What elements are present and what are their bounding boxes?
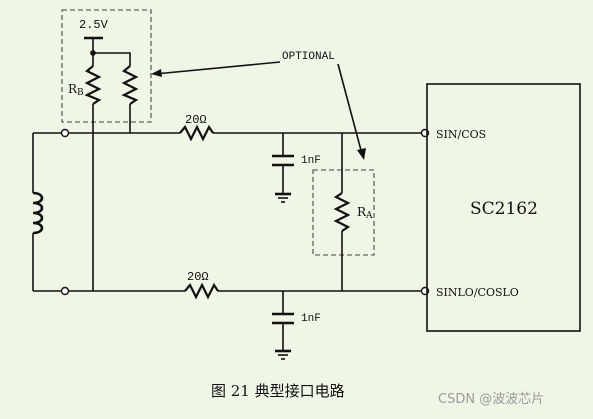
- terminal-bottom-left: [60, 286, 70, 296]
- optional-arrow-left: [154, 61, 281, 75]
- pin-sinlo-label: SINLO/COSLO: [436, 286, 519, 299]
- figure-caption: 图 21 典型接口电路: [211, 382, 345, 400]
- chip-block: [426, 83, 581, 332]
- optional-arrow-right: [337, 63, 363, 155]
- top-capacitor-label: 1nF: [301, 155, 321, 167]
- optional-arrowhead-left: [151, 69, 162, 77]
- bottom-series-resistor: [184, 282, 219, 300]
- ra-resistor: [333, 192, 351, 232]
- optional-resistor-2: [121, 65, 139, 105]
- bottom-capacitor-label: 1nF: [301, 313, 321, 325]
- watermark: CSDN @波波芯片: [438, 392, 544, 407]
- bottom-resistor-label: 20Ω: [187, 270, 209, 284]
- ra-label: RA: [357, 205, 373, 221]
- pin-sin-label: SIN/COS: [436, 128, 486, 141]
- optional-box-rb: [61, 9, 152, 123]
- top-series-resistor: [179, 124, 214, 142]
- supply-label: 2.5V: [79, 18, 109, 32]
- optional-box-ra: [312, 169, 375, 256]
- top-resistor-label: 20Ω: [185, 113, 207, 127]
- chip-name: SC2162: [470, 199, 538, 219]
- optional-arrowhead-right: [357, 148, 366, 160]
- rb-label: RB: [68, 82, 84, 98]
- terminal-top-left: [60, 128, 70, 138]
- optional-label: OPTIONAL: [282, 51, 335, 63]
- coil-inductor: [32, 191, 44, 235]
- rb-resistor: [84, 65, 102, 105]
- supply-to-second-resistor: [93, 52, 131, 66]
